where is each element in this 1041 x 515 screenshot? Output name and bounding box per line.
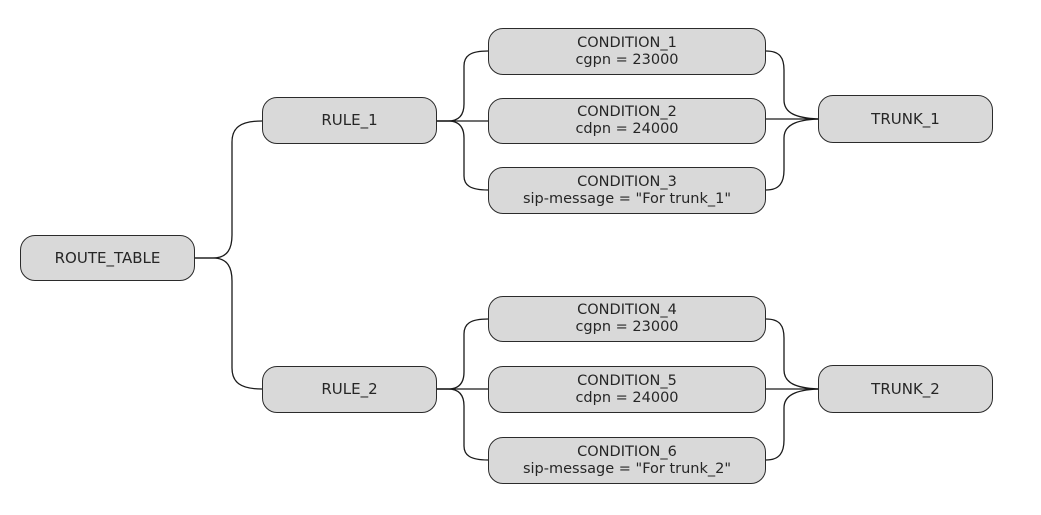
link-root-rule-1 bbox=[195, 120, 263, 259]
link-root-rule-2 bbox=[195, 257, 263, 390]
condition-1-name: CONDITION_1 bbox=[577, 34, 677, 51]
node-route-table[interactable]: ROUTE_TABLE bbox=[20, 235, 195, 281]
link-condition-4-trunk-2 bbox=[765, 318, 819, 390]
link-rule-2-condition-4 bbox=[437, 318, 489, 390]
condition-4-expression: cgpn = 23000 bbox=[575, 319, 679, 335]
node-rule-1-label: RULE_1 bbox=[321, 111, 378, 129]
condition-2-expression: cdpn = 24000 bbox=[575, 121, 679, 137]
node-condition-6[interactable]: CONDITION_6 sip-message = "For trunk_2" bbox=[488, 437, 766, 484]
node-condition-3[interactable]: CONDITION_3 sip-message = "For trunk_1" bbox=[488, 167, 766, 214]
condition-5-name: CONDITION_5 bbox=[577, 372, 677, 389]
link-condition-3-trunk-1 bbox=[765, 118, 819, 191]
node-condition-2[interactable]: CONDITION_2 cdpn = 24000 bbox=[488, 98, 766, 144]
node-condition-5[interactable]: CONDITION_5 cdpn = 24000 bbox=[488, 366, 766, 413]
link-rule-1-condition-1 bbox=[437, 50, 489, 122]
condition-6-expression: sip-message = "For trunk_2" bbox=[522, 460, 732, 477]
node-route-table-label: ROUTE_TABLE bbox=[54, 248, 161, 267]
link-condition-6-trunk-2 bbox=[765, 388, 819, 461]
node-condition-1[interactable]: CONDITION_1 cgpn = 23000 bbox=[488, 28, 766, 75]
condition-6-name: CONDITION_6 bbox=[577, 443, 677, 460]
condition-1-expression: cgpn = 23000 bbox=[575, 51, 679, 68]
link-rule-1-condition-3 bbox=[437, 120, 489, 191]
link-condition-1-trunk-1 bbox=[765, 50, 819, 120]
node-trunk-2[interactable]: TRUNK_2 bbox=[818, 365, 993, 413]
link-rule-2-condition-6 bbox=[437, 388, 489, 461]
condition-3-name: CONDITION_3 bbox=[577, 173, 677, 190]
condition-3-expression: sip-message = "For trunk_1" bbox=[522, 190, 732, 207]
node-rule-2-label: RULE_2 bbox=[321, 380, 378, 398]
node-trunk-1-label: TRUNK_1 bbox=[871, 109, 940, 128]
node-rule-2[interactable]: RULE_2 bbox=[262, 366, 437, 413]
condition-2-name: CONDITION_2 bbox=[577, 104, 677, 120]
node-rule-1[interactable]: RULE_1 bbox=[262, 97, 437, 144]
node-trunk-2-label: TRUNK_2 bbox=[871, 379, 940, 398]
condition-4-name: CONDITION_4 bbox=[577, 302, 677, 318]
condition-5-expression: cdpn = 24000 bbox=[575, 389, 679, 406]
node-trunk-1[interactable]: TRUNK_1 bbox=[818, 95, 993, 143]
node-condition-4[interactable]: CONDITION_4 cgpn = 23000 bbox=[488, 296, 766, 342]
